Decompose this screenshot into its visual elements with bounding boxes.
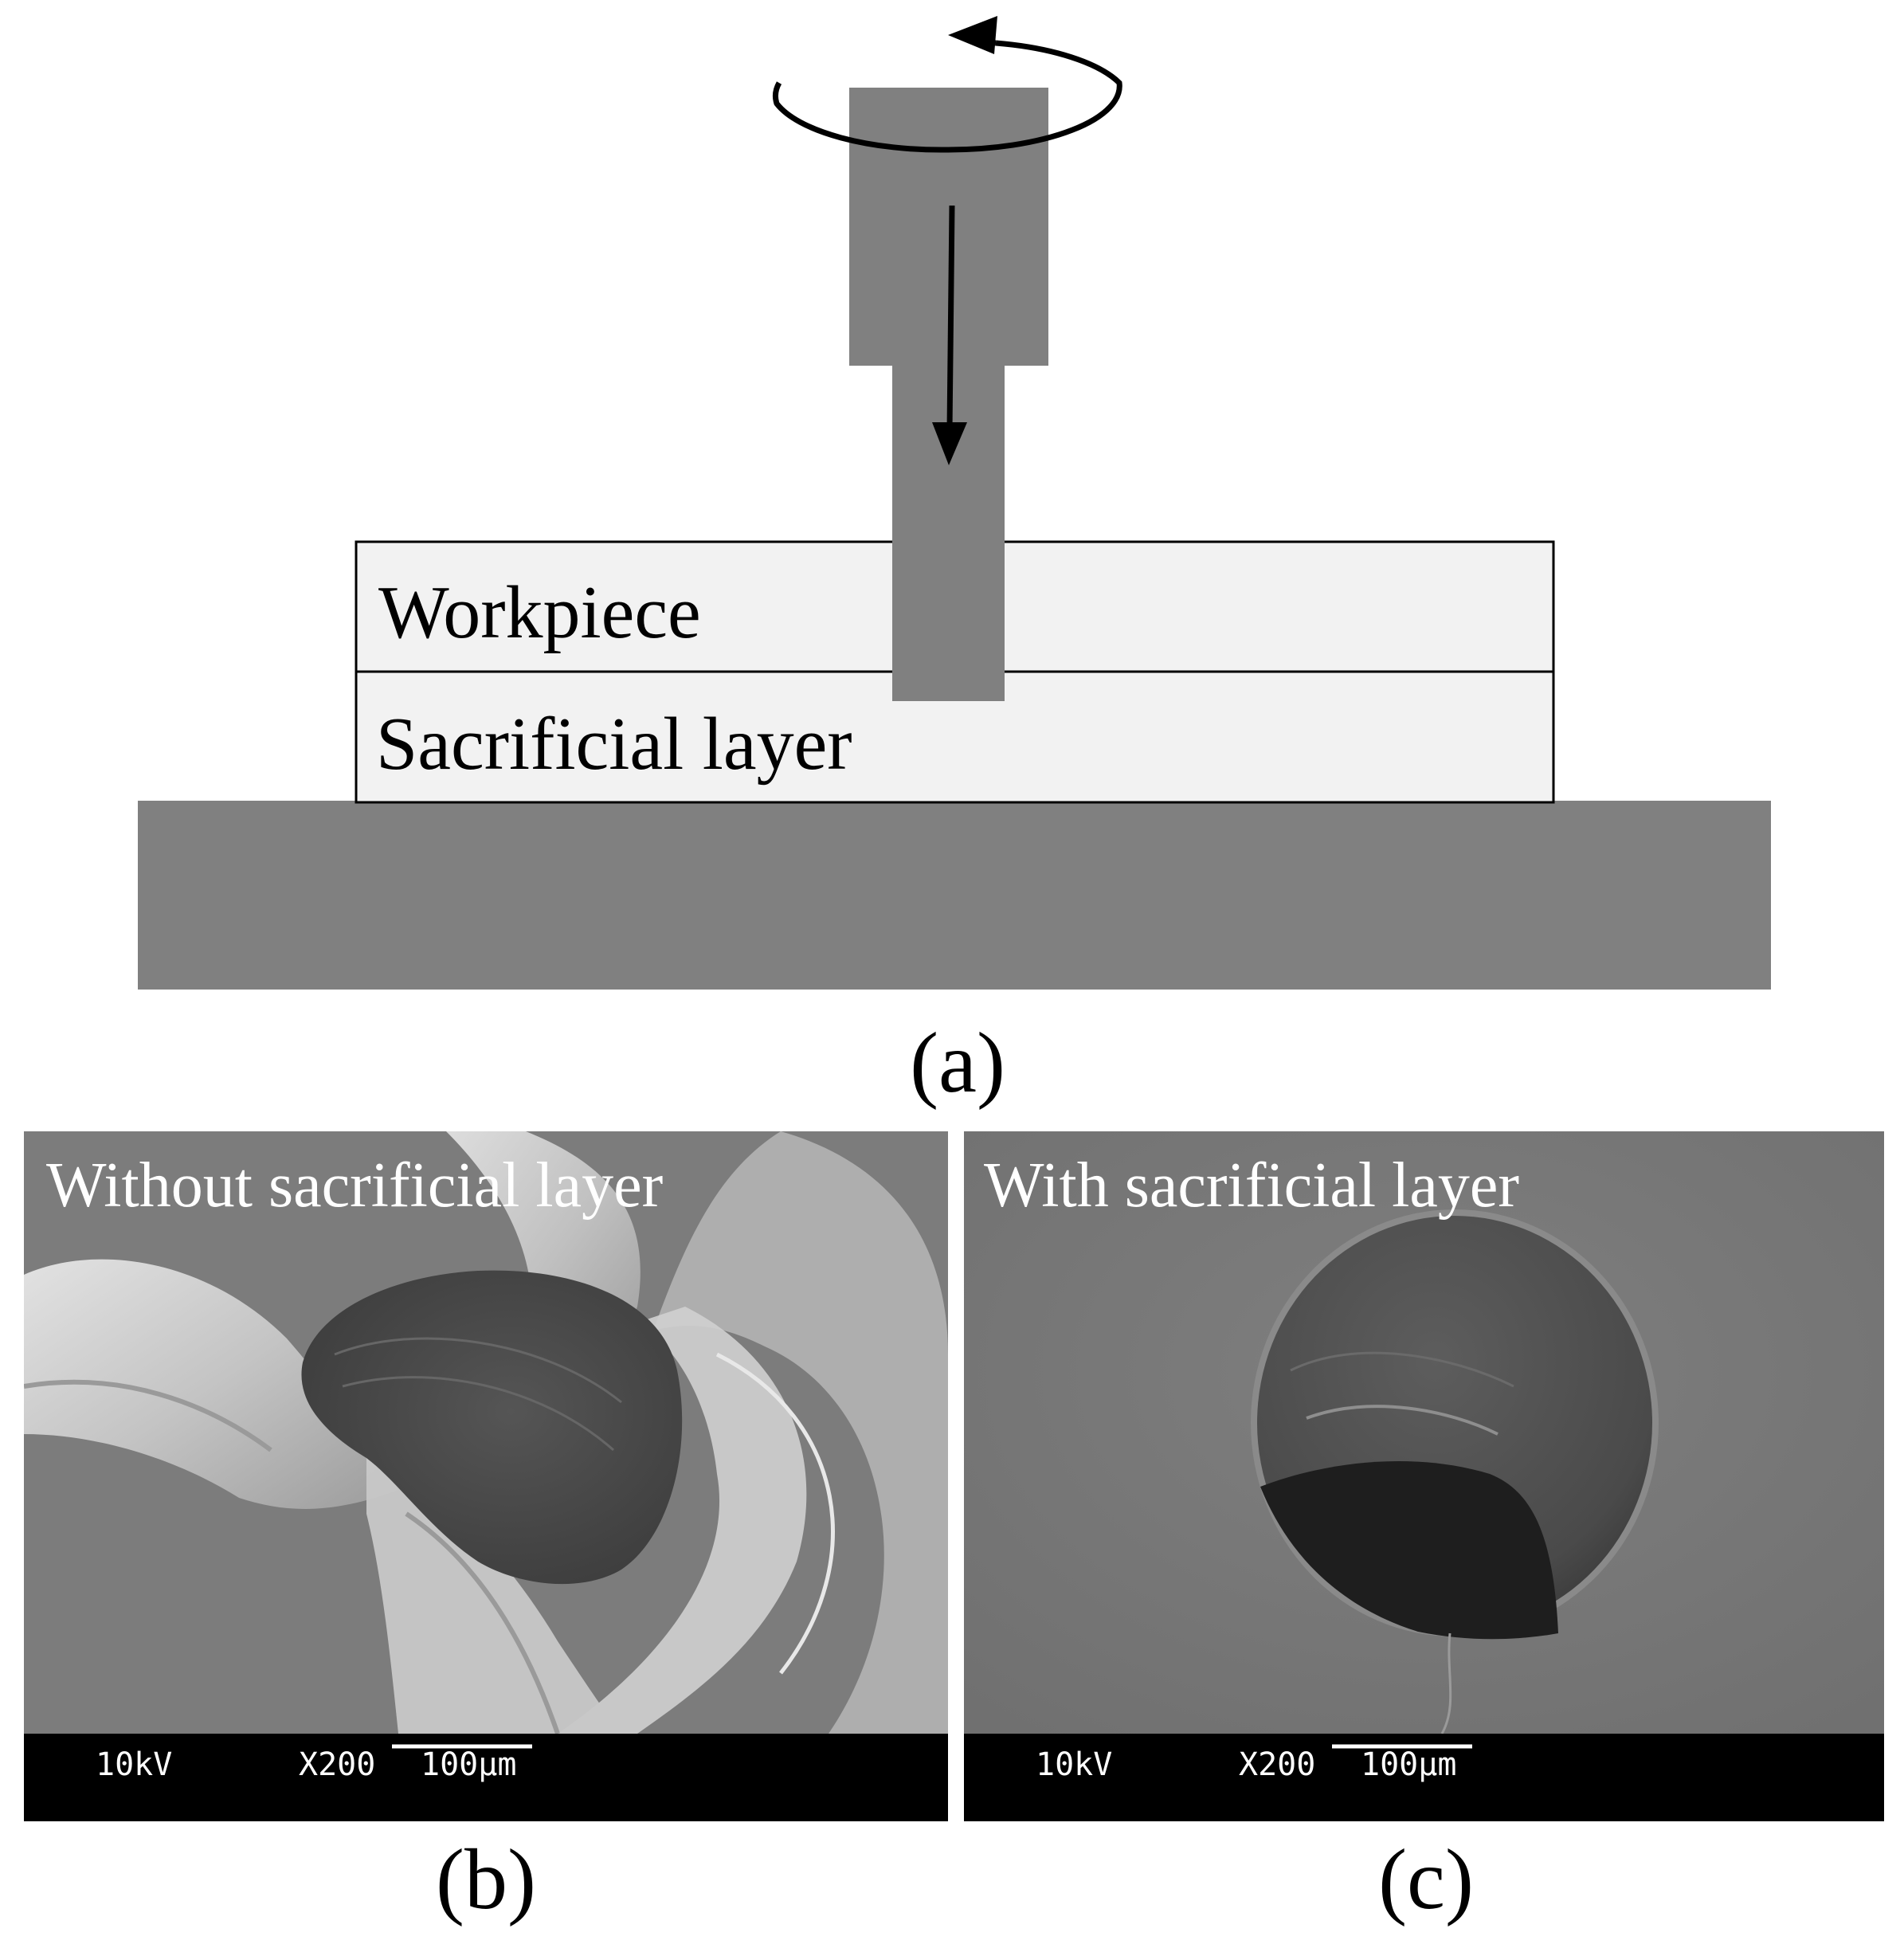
overlay-label-c: With sacrificial layer bbox=[984, 1150, 1519, 1221]
panel-divider bbox=[948, 1131, 964, 1821]
chip-ribbon-inner bbox=[558, 1307, 807, 1734]
scale-label-b: 100µm bbox=[421, 1746, 516, 1783]
caption-b: (b) bbox=[436, 1832, 536, 1927]
rotation-arrowhead bbox=[948, 16, 997, 54]
sem-image-c: With sacrificial layer bbox=[964, 1131, 1884, 1734]
sem-image-b: Without sacrificial layer bbox=[24, 1131, 948, 1734]
hole-bottom-c bbox=[1260, 1460, 1558, 1640]
workpiece-label: Workpiece bbox=[378, 571, 701, 654]
sem-readout-c: 10kV X200 100µm bbox=[1036, 1744, 1472, 1783]
base-fixture bbox=[138, 801, 1771, 990]
chip-ribbon-left bbox=[24, 1259, 398, 1509]
magnification-c: X200 bbox=[1239, 1746, 1315, 1783]
overlay-label-b: Without sacrificial layer bbox=[46, 1150, 663, 1221]
sem-readout-b: 10kV X200 100µm bbox=[96, 1744, 532, 1783]
burr-hole-b bbox=[301, 1270, 683, 1585]
schematic-panel-a: Workpiece Sacrificial layer (a) bbox=[138, 16, 1771, 1111]
caption-c: (c) bbox=[1378, 1832, 1474, 1927]
voltage-c: 10kV bbox=[1036, 1746, 1112, 1783]
voltage-b: 10kV bbox=[96, 1746, 172, 1783]
chip-ribbon-lower bbox=[366, 1458, 621, 1734]
sacrificial-layer-label: Sacrificial layer bbox=[376, 703, 852, 786]
magnification-b: X200 bbox=[299, 1746, 375, 1783]
caption-a: (a) bbox=[910, 1016, 1005, 1111]
scale-label-c: 100µm bbox=[1361, 1746, 1456, 1783]
feed-arrow-icon bbox=[932, 205, 967, 465]
chip-ribbon-right bbox=[653, 1131, 948, 1734]
